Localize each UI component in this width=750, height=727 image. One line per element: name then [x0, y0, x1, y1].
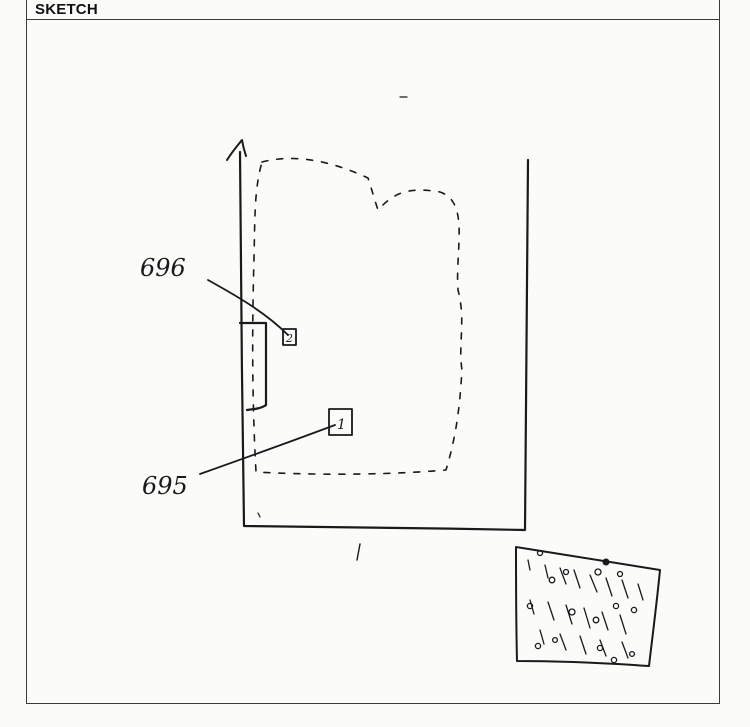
legend-dot [603, 559, 610, 566]
legend-hatch-pattern [527, 551, 643, 663]
marker-number-2: 2 [285, 332, 293, 345]
stray-mark [357, 544, 360, 560]
building-footprint [253, 158, 462, 474]
callout-label-695: 695 [142, 472, 188, 500]
stray-mark [258, 513, 260, 517]
leader-line-695 [200, 425, 335, 474]
leader-line-696 [208, 280, 288, 335]
marker-number-1: 1 [337, 417, 346, 433]
north-arrow-icon [227, 140, 246, 160]
callout-label-696: 696 [140, 254, 186, 282]
